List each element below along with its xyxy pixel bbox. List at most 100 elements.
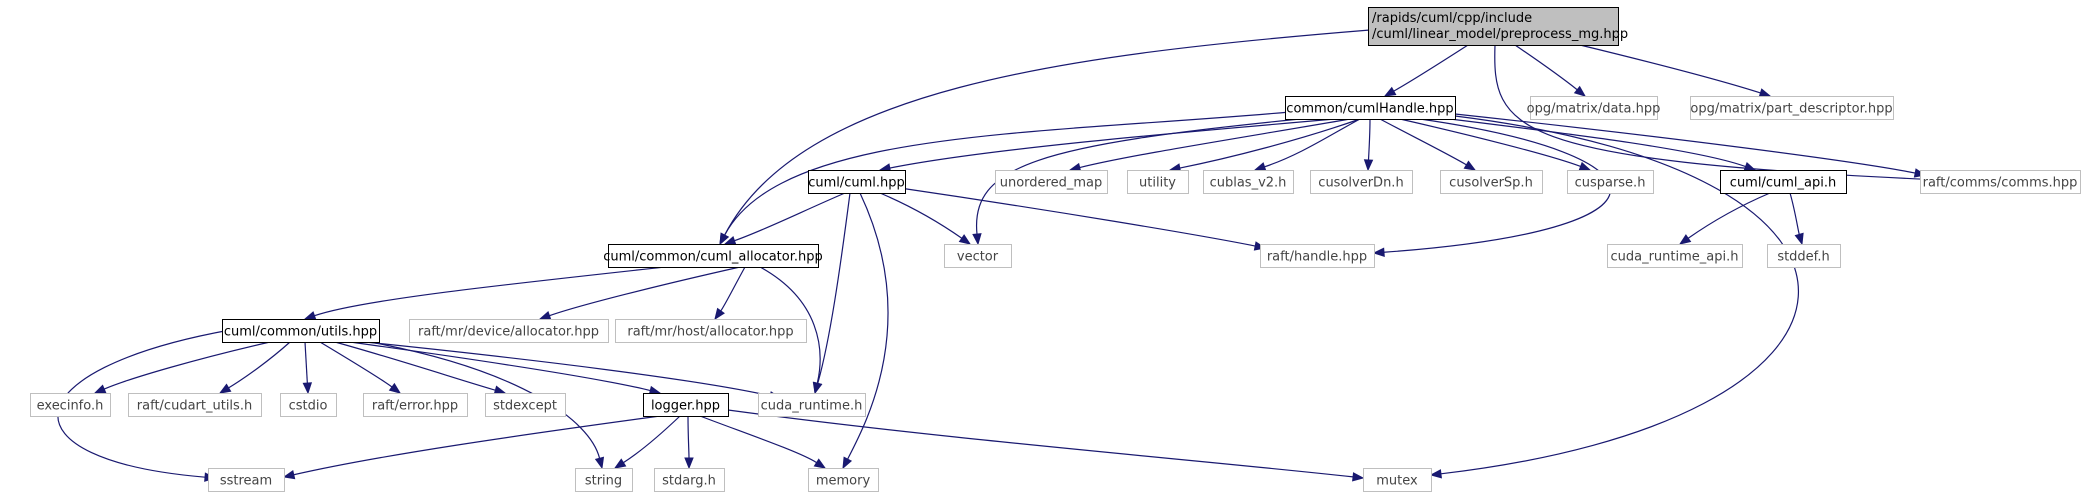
node-stddef: stddef.h — [1767, 244, 1841, 268]
node-box — [1440, 170, 1543, 194]
node-box — [643, 393, 729, 417]
node-memory: memory — [808, 468, 879, 492]
arrowhead-icon — [1383, 86, 1397, 97]
node-box — [1310, 170, 1413, 194]
edge-cumlHpp-to-vector — [879, 192, 972, 245]
edge-line — [727, 409, 1354, 478]
node-unorderedMap: unordered_map — [995, 170, 1108, 194]
arrowhead-icon — [594, 456, 605, 470]
node-stdexcept: stdexcept — [485, 393, 566, 417]
node-box — [758, 393, 866, 417]
edge-utils-to-cudartUtils — [218, 341, 291, 394]
arrowhead-icon — [842, 456, 853, 470]
node-stdarg: stdarg.h — [654, 468, 725, 492]
node-box — [485, 393, 566, 417]
edge-utils-to-execinfo — [93, 341, 271, 394]
node-cusparse: cusparse.h — [1567, 170, 1654, 194]
edge-line — [817, 192, 851, 384]
edge-cumlHandle-to-cusolverSp — [1379, 118, 1477, 171]
edge-cumlApi-to-stddef — [1789, 192, 1804, 246]
edge-cumlHandle-to-vector — [972, 118, 1301, 246]
edge-line — [899, 187, 1256, 247]
arrowhead-icon — [538, 311, 552, 321]
edge-root-to-opgData — [1514, 44, 1587, 97]
node-label: cuml/cuml_api.h — [1730, 176, 1836, 191]
edge-logger-to-sstream — [282, 415, 661, 480]
edge-line — [623, 415, 681, 464]
edge-line — [549, 266, 741, 317]
arrowhead-icon — [958, 234, 972, 245]
edge-line — [1579, 44, 1761, 94]
edge-cumlHandle-to-cusolverDn — [1363, 118, 1374, 172]
edge-logger-to-mutex — [727, 409, 1365, 482]
edge-utils-to-logger — [349, 341, 662, 396]
node-label: cuda_runtime.h — [761, 399, 863, 414]
edge-cumlHpp-to-cumlAlloc — [723, 192, 846, 246]
node-box — [1920, 170, 2081, 194]
node-execinfo: execinfo.h — [30, 393, 111, 417]
node-raftHandle: raft/handle.hpp — [1260, 244, 1375, 268]
arrowhead-icon — [302, 382, 313, 395]
node-label: stdexcept — [493, 399, 557, 414]
edge-line — [364, 341, 771, 397]
node-label: string — [585, 474, 622, 489]
edge-line — [759, 266, 821, 384]
arrowhead-icon — [93, 384, 107, 394]
node-box — [30, 393, 111, 417]
node-label-line: /cuml/linear_model/preprocess_mg.hpp — [1372, 27, 1628, 42]
node-raftComms: raft/comms/comms.hpp — [1920, 170, 2081, 194]
node-cumlAlloc[interactable]: cuml/common/cuml_allocator.hpp — [603, 244, 823, 268]
node-label-line: /rapids/cuml/cpp/include — [1372, 11, 1532, 26]
node-box — [409, 319, 609, 343]
edge-line — [314, 266, 666, 317]
edge-line — [1399, 118, 1581, 168]
edge-cumlHandle-to-unorderedMap — [1068, 118, 1351, 173]
arrowhead-icon — [218, 383, 232, 394]
node-box — [575, 468, 633, 492]
node-label: opg/matrix/part_descriptor.hpp — [1690, 102, 1892, 117]
arrowhead-icon — [1573, 85, 1587, 97]
arrowhead-icon — [684, 457, 694, 470]
arrowhead-icon — [303, 311, 317, 321]
node-label: cuml/common/cuml_allocator.hpp — [603, 250, 823, 265]
node-utility: utility — [1127, 170, 1189, 194]
edge-line — [1379, 118, 1467, 166]
node-cumlHpp[interactable]: cuml/cuml.hpp — [808, 170, 906, 194]
node-cumlApi[interactable]: cuml/cuml_api.h — [1720, 170, 1847, 194]
node-label: cusolverDn.h — [1318, 176, 1403, 191]
node-label: cstdio — [289, 399, 328, 414]
node-box — [1203, 170, 1294, 194]
edge-line — [699, 415, 817, 464]
node-box — [1767, 244, 1841, 268]
edge-line — [1367, 118, 1371, 161]
arrowhead-icon — [1794, 232, 1804, 246]
node-box — [208, 468, 285, 492]
edge-line — [319, 341, 393, 388]
edge-cumlAlloc-to-raftHostAlloc — [714, 266, 746, 321]
node-label: mutex — [1376, 474, 1418, 489]
edge-line — [734, 192, 846, 242]
node-root[interactable]: /rapids/cuml/cpp/include/cuml/linear_mod… — [1368, 7, 1629, 46]
node-cusolverDn: cusolverDn.h — [1310, 170, 1413, 194]
edge-utils-to-cstdio — [302, 341, 313, 395]
arrowhead-icon — [714, 307, 725, 321]
node-label: stdarg.h — [662, 474, 716, 489]
edge-line — [847, 192, 889, 460]
arrowhead-icon — [812, 381, 822, 395]
node-utils[interactable]: cuml/common/utils.hpp — [222, 319, 380, 343]
node-logger[interactable]: logger.hpp — [643, 393, 729, 417]
node-cumlHandle[interactable]: common/cumlHandle.hpp — [1285, 96, 1456, 120]
edge-line — [720, 266, 746, 312]
node-label: execinfo.h — [37, 399, 104, 414]
edge-line — [1179, 118, 1361, 169]
node-label: logger.hpp — [651, 399, 720, 414]
node-box — [808, 468, 879, 492]
node-label: unordered_map — [1000, 176, 1103, 191]
arrowhead-icon — [1743, 161, 1757, 171]
edge-root-to-cumlAlloc — [719, 29, 1371, 246]
node-box — [1690, 96, 1894, 120]
node-box — [1285, 96, 1456, 120]
edge-utils-to-cudaRuntime — [364, 341, 782, 401]
arrowhead-icon — [1678, 234, 1692, 245]
